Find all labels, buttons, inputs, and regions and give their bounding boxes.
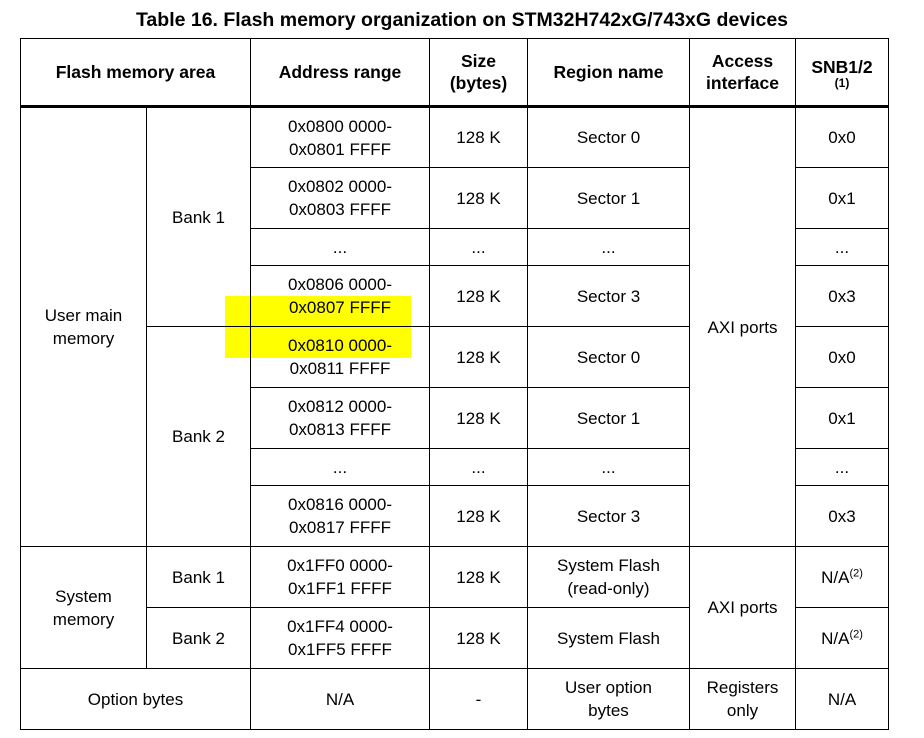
table-row: 0x0812 0000-0x0813 FFFF 128 K Sector 1 0… [21,387,889,449]
bank-label: Bank 1 [146,546,251,608]
snb-cell: 0x0 [795,326,889,388]
bank-label: Bank 2 [146,326,251,547]
size-cell: 128 K [429,485,528,547]
size-cell: 128 K [429,265,528,327]
table-title: Table 16. Flash memory organization on S… [135,9,789,31]
size-cell: - [429,668,528,730]
table-row: 0x0802 0000-0x0803 FFFF 128 K Sector 1 0… [21,167,889,229]
address-cell: 0x0806 0000-0x0807 FFFF [250,265,430,327]
size-cell: ... [429,448,528,486]
region-cell: Sector 1 [527,167,690,229]
snb-cell: 0x1 [795,167,889,229]
region-cell: System Flash [527,607,690,669]
header-area: Flash memory area [20,38,251,108]
table-row: Bank 2 0x1FF4 0000-0x1FF5 FFFF 128 K Sys… [21,607,889,669]
access-cell: AXI ports [689,106,796,547]
size-cell: 128 K [429,546,528,608]
snb-cell: N/A(2) [795,607,889,669]
access-cell: AXI ports [689,546,796,669]
snb-cell: N/A(2) [795,546,889,608]
region-cell: System Flash(read-only) [527,546,690,608]
address-cell: 0x1FF0 0000-0x1FF1 FFFF [250,546,430,608]
snb-cell: N/A [795,668,889,730]
region-cell: Sector 0 [527,326,690,388]
snb-cell: 0x3 [795,485,889,547]
header-address: Address range [250,38,430,108]
region-cell: Sector 3 [527,265,690,327]
table-row: Bank 2 0x0810 0000-0x0811 FFFF 128 K Sec… [21,326,889,547]
bank-label: Bank 2 [146,607,251,669]
size-cell: 128 K [429,387,528,449]
flash-organization-table: Flash memory area Address range Size(byt… [20,38,889,730]
snb-cell: 0x0 [795,106,889,168]
snb-cell: 0x1 [795,387,889,449]
snb-cell: ... [795,228,889,266]
bank-label: Bank 1 [146,106,251,327]
header-row: Flash memory area Address range Size(byt… [20,38,889,108]
address-cell: 0x1FF4 0000-0x1FF5 FFFF [250,607,430,669]
region-cell: ... [527,228,690,266]
header-size: Size(bytes) [429,38,528,108]
address-cell: 0x0802 0000-0x0803 FFFF [250,167,430,229]
snb-cell: 0x3 [795,265,889,327]
size-cell: ... [429,228,528,266]
address-cell: ... [250,448,430,486]
region-cell: Sector 1 [527,387,690,449]
region-cell: ... [527,448,690,486]
address-cell: ... [250,228,430,266]
size-cell: 128 K [429,326,528,388]
area-option: Option bytes [20,668,251,730]
address-cell: 0x0810 0000-0x0811 FFFF [250,326,430,388]
size-cell: 128 K [429,106,528,168]
address-cell: N/A [250,668,430,730]
address-cell: 0x0800 0000-0x0801 FFFF [250,106,430,168]
table-row: 0x0806 0000-0x0807 FFFF 128 K Sector 3 0… [21,265,889,327]
header-snb: SNB1/2(1) [795,38,889,108]
table-row: ... ... ... ... [21,228,889,266]
table-row: 0x0816 0000-0x0817 FFFF 128 K Sector 3 0… [21,485,889,547]
header-region: Region name [527,38,690,108]
size-cell: 128 K [429,607,528,669]
address-cell: 0x0812 0000-0x0813 FFFF [250,387,430,449]
region-cell: Sector 0 [527,106,690,168]
address-cell: 0x0816 0000-0x0817 FFFF [250,485,430,547]
region-cell: Sector 3 [527,485,690,547]
size-cell: 128 K [429,167,528,229]
snb-cell: ... [795,448,889,486]
